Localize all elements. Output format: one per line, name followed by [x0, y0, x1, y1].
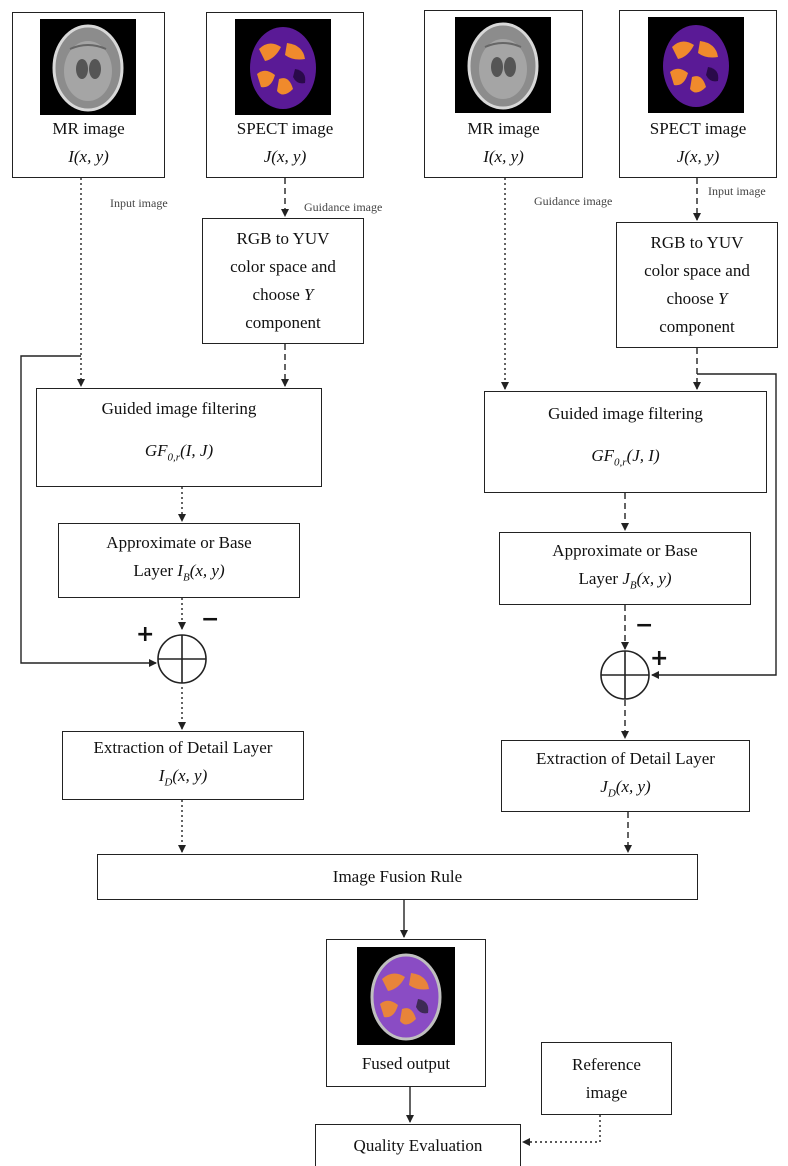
right-plus-sign: + — [650, 646, 669, 671]
right-rgb-to-yuv-box: RGB to YUV color space and choose Y comp… — [616, 222, 778, 348]
left-input-image-note: Input image — [110, 196, 168, 210]
left-detail-layer-box: Extraction of Detail Layer ID(x, y) — [62, 731, 304, 800]
right-mr-expr: I(x, y) — [483, 147, 524, 166]
left-mr-title: MR image — [52, 119, 125, 138]
image-fusion-rule-box: Image Fusion Rule — [97, 854, 698, 900]
arrow-reference-to-quality — [522, 1115, 601, 1146]
left-spect-title: SPECT image — [236, 119, 334, 138]
left-guided-filter-box: Guided image filtering GF0,r(I, J) — [36, 388, 322, 487]
left-filter-formula: GF0,r(I, J) — [144, 441, 214, 464]
left-spect-image-box: SPECT image J(x, y) — [206, 12, 364, 178]
right-mr-title: MR image — [467, 119, 540, 138]
left-plus-sign: + — [136, 622, 155, 647]
quality-evaluation-box: Quality Evaluation — [315, 1124, 521, 1166]
right-guidance-image-note: Guidance image — [534, 194, 613, 208]
right-spect-expr: J(x, y) — [676, 147, 720, 166]
right-filter-formula: GF0,r(J, I) — [591, 446, 660, 469]
reference-image-box: Reference image — [541, 1042, 672, 1115]
right-input-image-note: Input image — [708, 184, 766, 198]
right-minus-sign: − — [635, 613, 654, 638]
left-filter-title: Guided image filtering — [101, 399, 257, 418]
left-spect-expr: J(x, y) — [263, 147, 307, 166]
left-feedback-path — [20, 355, 157, 667]
right-spect-image-box: SPECT image J(x, y) — [619, 10, 777, 178]
fused-output-box: Fused output — [326, 939, 486, 1087]
right-filter-title: Guided image filtering — [548, 404, 703, 423]
right-spect-title: SPECT image — [649, 119, 747, 138]
fused-brain-scan-image — [357, 947, 455, 1045]
fused-output-label: Fused output — [361, 1054, 451, 1073]
right-guided-filter-box: Guided image filtering GF0,r(J, I) — [484, 391, 767, 493]
spect-brain-scan-image — [648, 17, 744, 113]
left-mr-image-box: MR image I(x, y) — [12, 12, 165, 178]
left-rgb-to-yuv-box: RGB to YUV color space and choose Y comp… — [202, 218, 364, 344]
mr-brain-scan-image — [455, 17, 551, 113]
right-mr-image-box: MR image I(x, y) — [424, 10, 583, 178]
right-feedback-path — [651, 373, 777, 679]
right-base-layer-box: Approximate or Base Layer JB(x, y) — [499, 532, 751, 605]
mr-brain-scan-image — [40, 19, 136, 115]
left-base-layer-box: Approximate or Base Layer IB(x, y) — [58, 523, 300, 598]
left-mr-expr: I(x, y) — [68, 147, 109, 166]
right-detail-layer-box: Extraction of Detail Layer JD(x, y) — [501, 740, 750, 812]
left-minus-sign: − — [201, 607, 220, 632]
left-guidance-image-note: Guidance image — [304, 200, 383, 214]
spect-brain-scan-image — [235, 19, 331, 115]
